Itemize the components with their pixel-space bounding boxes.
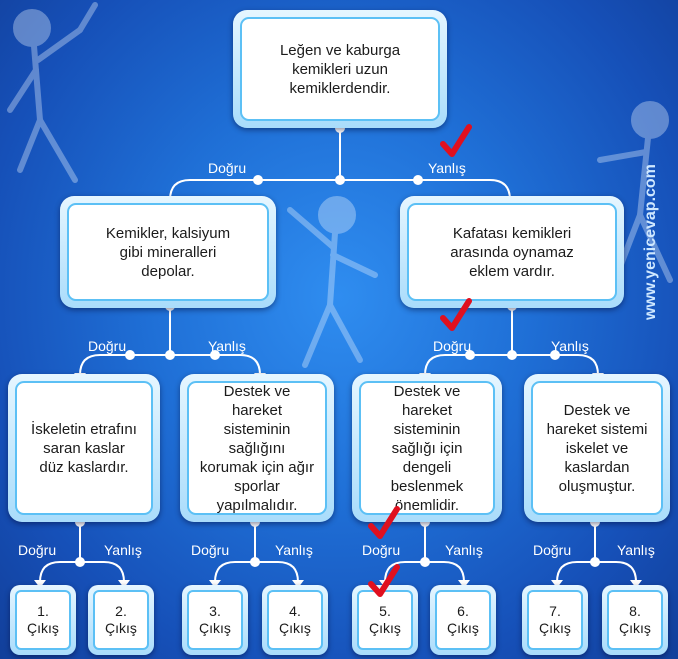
exit-label: 5. Çıkış	[357, 590, 413, 650]
exit-box-4: 4. Çıkış	[262, 585, 328, 655]
exit-box-3: 3. Çıkış	[182, 585, 248, 655]
statement-box-level2-right: Kafatası kemikleri arasında oynamaz ekle…	[400, 196, 624, 308]
exit-label: 4. Çıkış	[267, 590, 323, 650]
statement-text: İskeletin etrafını saran kaslar düz kasl…	[15, 381, 153, 515]
watermark-text: www.yenicevap.com	[642, 164, 659, 320]
statement-text: Kafatası kemikleri arasında oynamaz ekle…	[407, 203, 617, 301]
branch-label-true: Doğru	[88, 338, 127, 354]
branch-label-false: Yanlış	[104, 542, 142, 558]
statement-text: Destek ve hareket sisteminin sağlığı içi…	[359, 381, 495, 515]
branch-label-false: Yanlış	[551, 338, 589, 354]
checkmark-icon	[440, 124, 472, 157]
checkmark-icon	[368, 506, 400, 539]
skeleton-illustration-left	[7, 2, 98, 183]
statement-box-level3-4: Destek ve hareket sistemi iskelet ve kas…	[524, 374, 670, 522]
exit-box-7: 7. Çıkış	[522, 585, 588, 655]
statement-box-level3-1: İskeletin etrafını saran kaslar düz kasl…	[8, 374, 160, 522]
branch-label-true: Doğru	[433, 338, 472, 354]
exit-box-2: 2. Çıkış	[88, 585, 154, 655]
exit-label: 3. Çıkış	[187, 590, 243, 650]
exit-label: 7. Çıkış	[527, 590, 583, 650]
branch-label-false: Yanlış	[275, 542, 313, 558]
branch-label-true: Doğru	[191, 542, 230, 558]
statement-text: Leğen ve kaburga kemikleri uzun kemikler…	[240, 17, 440, 121]
branch-label-true: Doğru	[362, 542, 401, 558]
statement-box-level3-2: Destek ve hareket sisteminin sağlığını k…	[180, 374, 334, 522]
exit-box-6: 6. Çıkış	[430, 585, 496, 655]
branch-label-false: Yanlış	[428, 160, 466, 176]
exit-label: 6. Çıkış	[435, 590, 491, 650]
skeleton-illustration-center	[287, 196, 378, 368]
checkmark-icon	[368, 564, 400, 597]
statement-box-level3-3: Destek ve hareket sisteminin sağlığı içi…	[352, 374, 502, 522]
exit-box-5: 5. Çıkış	[352, 585, 418, 655]
branch-label-true: Doğru	[533, 542, 572, 558]
statement-text: Kemikler, kalsiyum gibi mineralleri depo…	[67, 203, 269, 301]
statement-text: Destek ve hareket sisteminin sağlığını k…	[187, 381, 327, 515]
branch-label-false: Yanlış	[445, 542, 483, 558]
exit-label: 2. Çıkış	[93, 590, 149, 650]
statement-box-root: Leğen ve kaburga kemikleri uzun kemikler…	[233, 10, 447, 128]
statement-box-level2-left: Kemikler, kalsiyum gibi mineralleri depo…	[60, 196, 276, 308]
exit-label: 1. Çıkış	[15, 590, 71, 650]
branch-label-true: Doğru	[208, 160, 247, 176]
statement-text: Destek ve hareket sistemi iskelet ve kas…	[531, 381, 663, 515]
branch-label-true: Doğru	[18, 542, 57, 558]
checkmark-icon	[440, 298, 472, 331]
branch-label-false: Yanlış	[208, 338, 246, 354]
exit-box-1: 1. Çıkış	[10, 585, 76, 655]
exit-label: 8. Çıkış	[607, 590, 663, 650]
branch-label-false: Yanlış	[617, 542, 655, 558]
exit-box-8: 8. Çıkış	[602, 585, 668, 655]
